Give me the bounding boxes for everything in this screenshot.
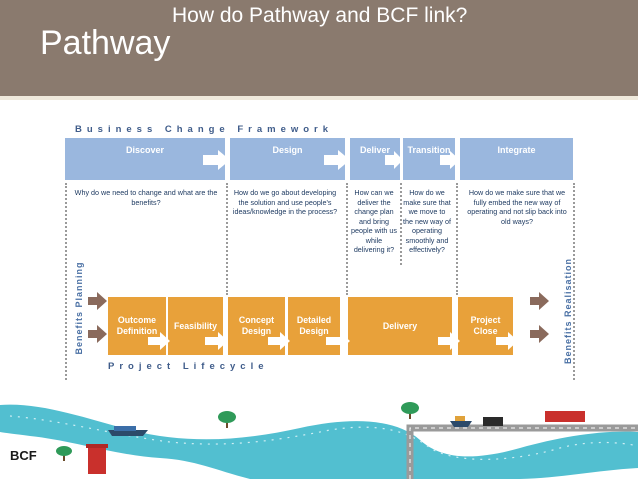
bcf-logo: BCF [10, 448, 37, 463]
entry-arrow-top [88, 292, 107, 310]
tree-middle [56, 446, 72, 461]
stage-concept-design: Concept Design [228, 297, 285, 355]
separator-deliver-transition [400, 183, 402, 265]
separator-discover-design [226, 183, 228, 295]
phase-discover: Discover [65, 138, 225, 180]
stage-delivery: Delivery [348, 297, 452, 355]
river-illustration [0, 402, 638, 479]
arrow-delivery-close [438, 332, 460, 350]
exit-arrow-bottom [530, 325, 549, 343]
entry-arrow-bottom [88, 325, 107, 343]
river-foam [9, 415, 638, 460]
boat-left [108, 426, 148, 436]
header-divider [0, 96, 638, 100]
stage-outcome-definition: Outcome Definition [108, 297, 166, 355]
phase-integrate: Integrate [460, 138, 573, 180]
van [483, 417, 503, 426]
separator-right-edge [573, 183, 575, 380]
river [0, 404, 638, 479]
question-discover: Why do we need to change and what are th… [74, 188, 218, 207]
question-design: How do we go about developing the soluti… [232, 188, 338, 217]
arrow-outcome-feasibility [148, 332, 170, 350]
question-integrate: How do we make sure that we fully embed … [467, 188, 567, 226]
stage-detailed-design: Detailed Design [288, 297, 340, 355]
separator-transition-integrate [456, 183, 458, 295]
arrow-feasibility-concept [205, 332, 228, 350]
postbox [86, 444, 108, 474]
phase-design: Design [230, 138, 345, 180]
exit-arrow-top [530, 292, 549, 310]
bcf-caption: Business Change Framework [75, 124, 334, 135]
boat-right [450, 416, 472, 427]
benefits-arrows [88, 292, 549, 343]
stage-arrows [148, 332, 518, 350]
arrow-close-end [496, 332, 518, 350]
question-transition: How do we make sure that we move to the … [403, 188, 451, 255]
stage-project-close: Project Close [458, 297, 513, 355]
bus [545, 411, 585, 422]
separator-design-deliver [346, 183, 348, 295]
arrow-transition-integrate [440, 151, 460, 169]
tree-left [218, 411, 236, 428]
arrow-deliver-transition [385, 151, 403, 169]
arrow-discover-design [203, 150, 230, 170]
tree-right [401, 402, 419, 419]
header-banner [0, 0, 638, 96]
stage-feasibility: Feasibility [168, 297, 223, 355]
arrow-design-deliver [324, 150, 350, 170]
slide-subtitle: Pathway [40, 24, 171, 62]
arrow-concept-detailed [268, 332, 290, 350]
road-centre-line [409, 427, 638, 479]
question-deliver: How can we deliver the change plan and b… [351, 188, 397, 255]
arrow-detailed-delivery [326, 332, 350, 350]
lifecycle-caption: Project Lifecycle [108, 361, 269, 372]
slide-title: How do Pathway and BCF link? [172, 4, 468, 27]
separator-left-edge [65, 183, 67, 380]
phase-arrows [203, 150, 460, 170]
